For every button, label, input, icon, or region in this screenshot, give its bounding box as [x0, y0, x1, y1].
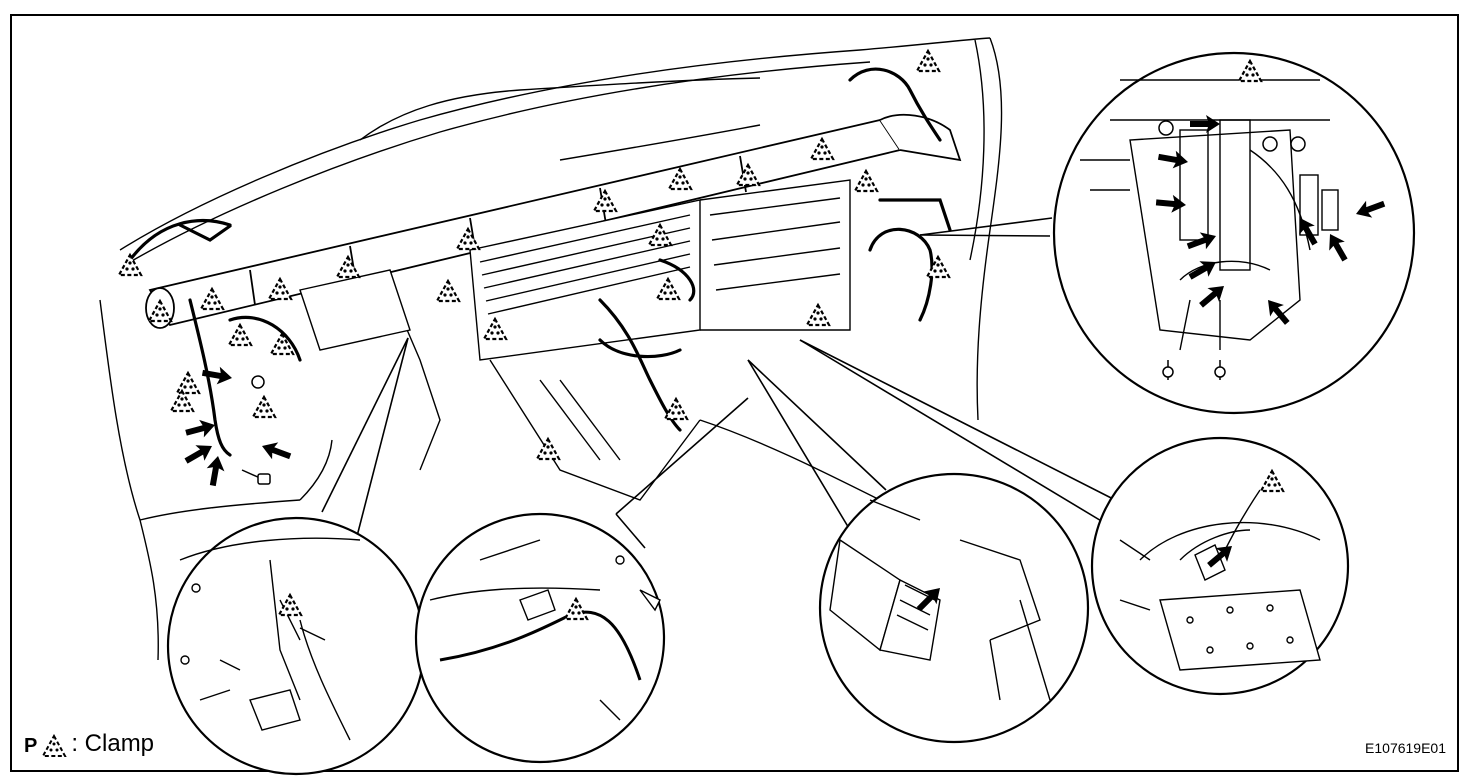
detail-circle-connector	[818, 472, 1090, 744]
clamp-icon	[251, 395, 277, 419]
clamp-icon	[227, 323, 253, 347]
arrow-icon	[203, 454, 227, 488]
vehicle-body-outline	[99, 37, 1003, 661]
legend: P : Clamp	[24, 730, 154, 758]
detail-circle-ecu	[1052, 51, 1416, 415]
clamp-icon	[853, 169, 879, 193]
clamp-icon	[269, 332, 295, 356]
heater-unit-block	[299, 179, 851, 501]
clamp-icon	[663, 397, 689, 421]
clamp-icon	[535, 437, 561, 461]
detail-leader-lines	[321, 217, 1126, 549]
clamp-icon	[805, 303, 831, 327]
bolt-icon	[241, 375, 271, 485]
arrow-icon	[258, 437, 294, 465]
clamp-icon	[175, 371, 201, 395]
clamp-icon	[169, 389, 195, 413]
clamp-icon	[915, 49, 941, 73]
figure-id: E107619E01	[1365, 740, 1446, 756]
wire-harness	[128, 67, 952, 457]
arrow-icon	[183, 416, 218, 442]
detail-circle-actuator	[1090, 436, 1350, 696]
legend-prefix: P	[24, 735, 38, 757]
clamp-triangle-icon	[41, 734, 68, 757]
detail-circle-center-clamp	[414, 512, 666, 764]
legend-label: : Clamp	[71, 730, 155, 757]
detail-circle-left-clamp	[166, 516, 426, 776]
clamp-icon	[435, 279, 461, 303]
connector-arrows-main	[181, 363, 294, 488]
